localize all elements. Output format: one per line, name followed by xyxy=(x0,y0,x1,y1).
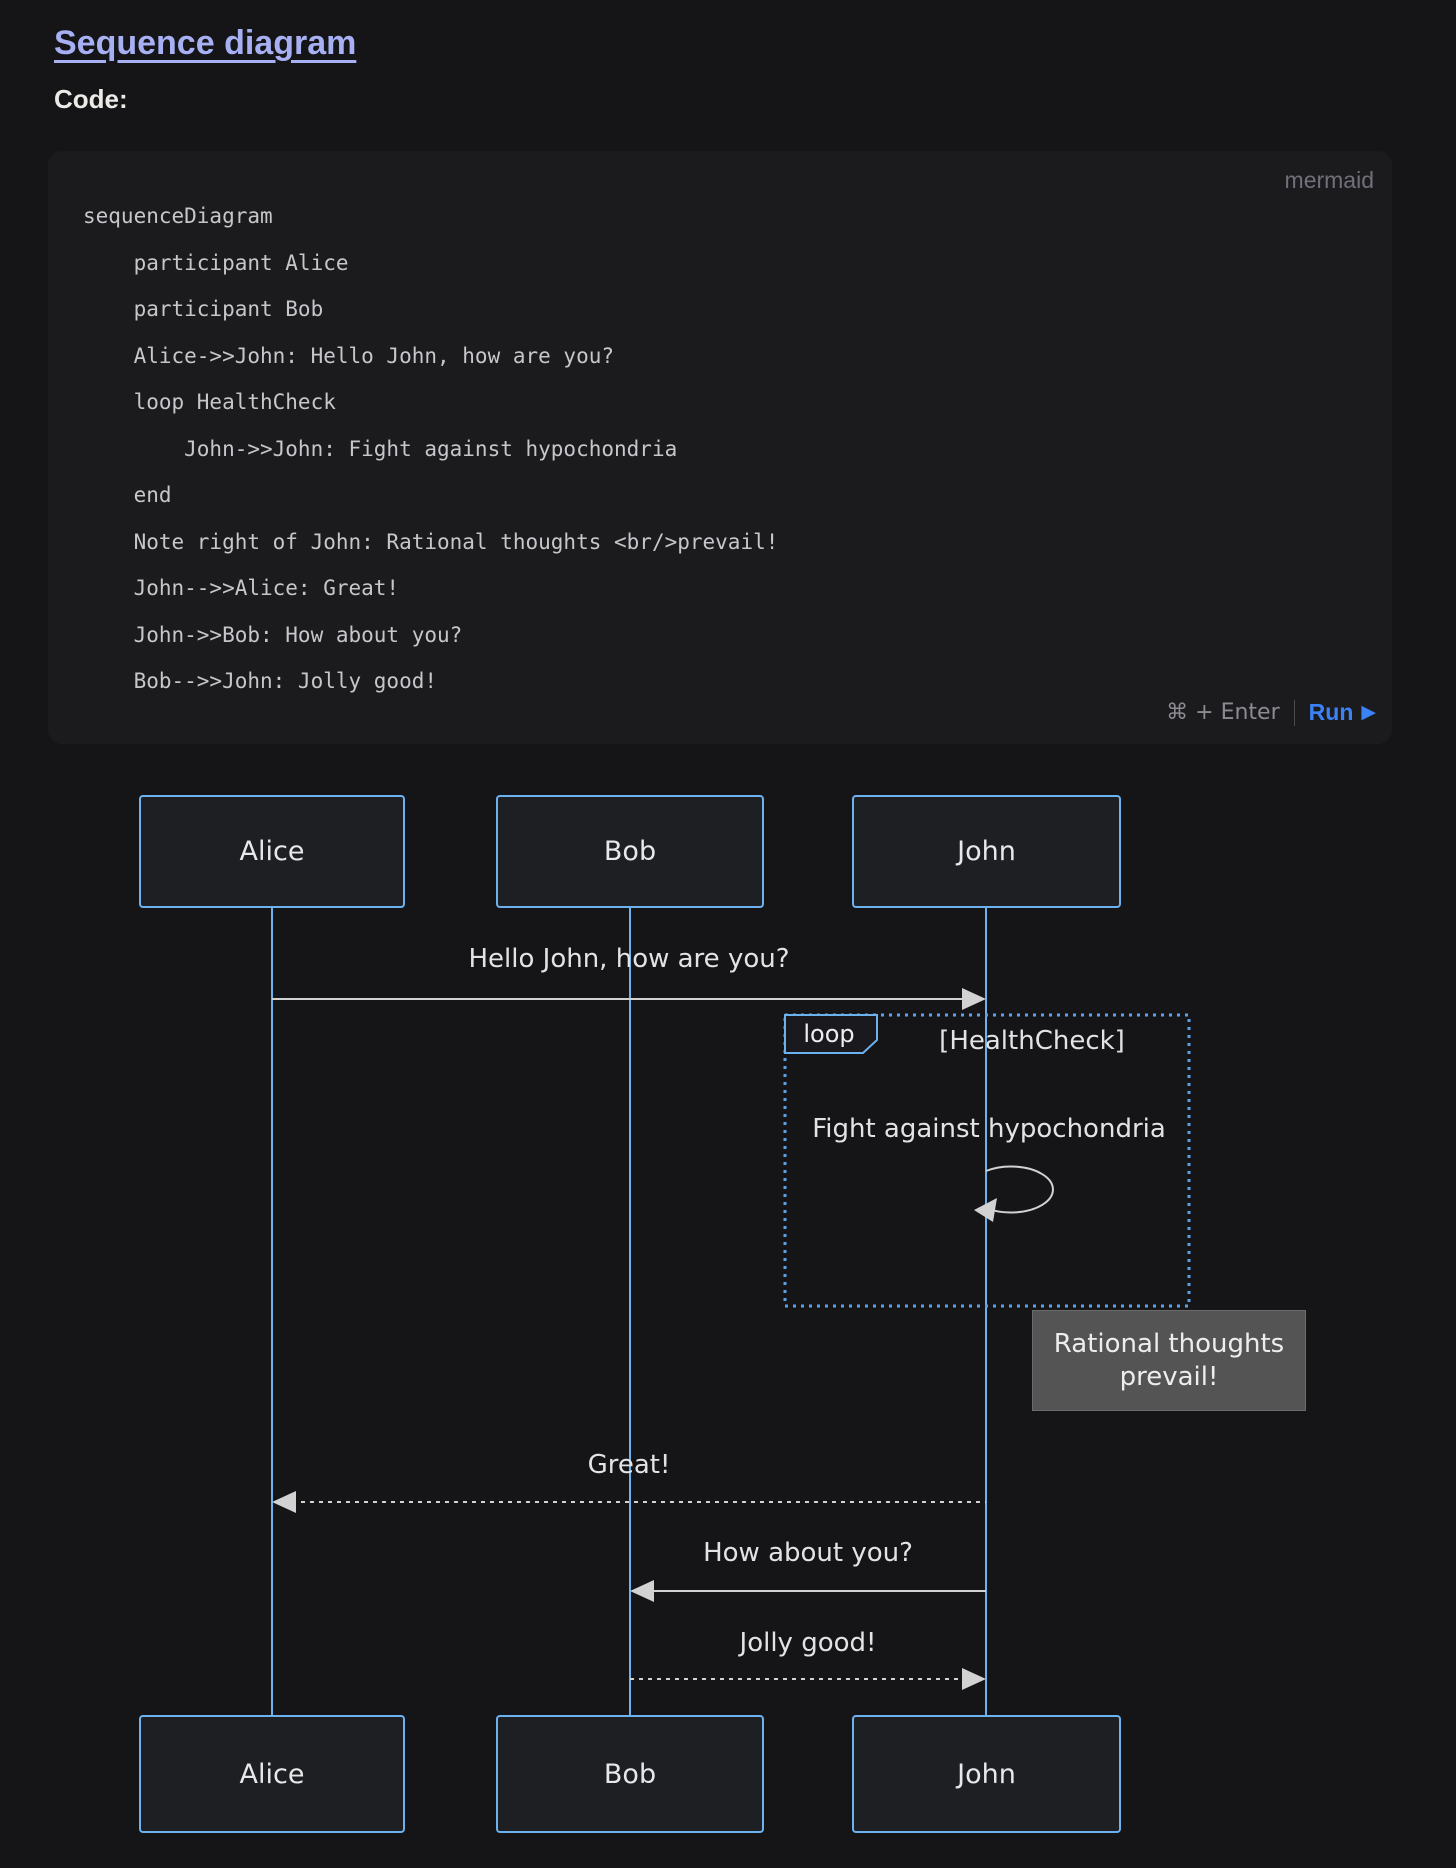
code-line: Alice->>John: Hello John, how are you? xyxy=(83,343,615,368)
note-box: Rational thoughts prevail! xyxy=(1032,1310,1306,1411)
loop-label: loop xyxy=(803,1020,855,1048)
code-line: loop HealthCheck xyxy=(83,390,336,414)
code-line: John-->>Alice: Great! xyxy=(83,576,400,600)
participant-label: Alice xyxy=(239,1758,305,1790)
arrowhead-great xyxy=(272,1491,296,1513)
participant-label: Bob xyxy=(603,836,657,867)
arrowhead-self-message xyxy=(974,1198,997,1222)
self-message-curve xyxy=(985,1165,1054,1214)
code-line: Bob-->>John: Jolly good! xyxy=(83,669,438,693)
message-label-fight: Fight against hypochondria xyxy=(812,1114,1166,1144)
page-title-link[interactable]: Sequence diagram xyxy=(54,24,357,62)
message-label-how-about-you: How about you? xyxy=(703,1538,913,1568)
play-icon: ▶ xyxy=(1361,702,1376,723)
participant-label: John xyxy=(957,836,1016,867)
run-button-label: Run xyxy=(1308,699,1354,725)
run-button[interactable]: Run ▶ xyxy=(1309,699,1376,726)
code-line: Note right of John: Rational thoughts <b… xyxy=(83,529,779,554)
participant-box-john-bottom: John xyxy=(852,1715,1121,1833)
participant-box-alice-top: Alice xyxy=(139,795,405,908)
participant-box-alice-bottom: Alice xyxy=(139,1715,405,1833)
loop-label-box xyxy=(784,1014,878,1054)
note-line: prevail! xyxy=(1119,1361,1219,1392)
arrowhead-hello xyxy=(962,988,986,1010)
code-line: sequenceDiagram xyxy=(83,204,273,228)
code-line: participant Alice xyxy=(83,250,349,275)
arrowhead-how-about-you xyxy=(630,1580,654,1602)
arrowhead-jolly-good xyxy=(962,1668,986,1690)
participant-box-john-top: John xyxy=(852,795,1121,908)
code-line: participant Bob xyxy=(83,297,324,321)
code-line: John->>Bob: How about you? xyxy=(83,622,463,647)
participant-label: Alice xyxy=(239,836,305,867)
code-editor[interactable]: sequenceDiagram participant Alice partic… xyxy=(83,193,778,705)
participant-box-bob-top: Bob xyxy=(496,795,764,908)
participant-label: John xyxy=(957,1758,1016,1790)
run-shortcut-hint: ⌘ + Enter xyxy=(1166,700,1280,725)
loop-condition-label: [HealthCheck] xyxy=(939,1026,1125,1056)
footer-divider xyxy=(1293,699,1295,726)
message-label-jolly-good: Jolly good! xyxy=(739,1628,877,1658)
message-label-great: Great! xyxy=(587,1450,671,1480)
code-line: end xyxy=(83,483,172,507)
code-block: mermaid sequenceDiagram participant Alic… xyxy=(48,151,1392,744)
code-footer: ⌘ + Enter Run ▶ xyxy=(1166,699,1376,726)
participant-label: Bob xyxy=(603,1758,657,1790)
language-badge: mermaid xyxy=(1284,167,1374,193)
note-line: Rational thoughts xyxy=(1053,1328,1285,1359)
code-line: John->>John: Fight against hypochondria xyxy=(83,436,678,461)
loop-frame xyxy=(783,1013,1191,1308)
code-section-label: Code: xyxy=(54,84,128,114)
participant-box-bob-bottom: Bob xyxy=(496,1715,764,1833)
message-label-hello: Hello John, how are you? xyxy=(468,944,790,974)
